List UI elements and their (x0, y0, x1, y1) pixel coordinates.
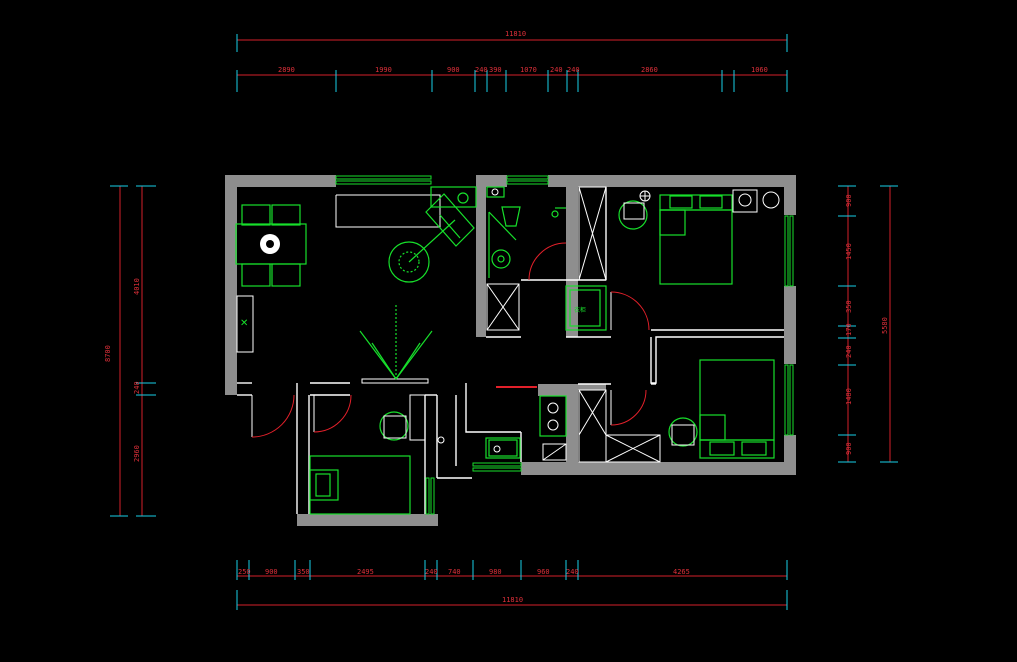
top-seg-4: 240 (475, 66, 488, 74)
top-seg-7: 240 (550, 66, 563, 74)
windows (335, 175, 794, 515)
bottom-seg-9: 240 (566, 568, 579, 576)
bottom-overall-dim: 11810 (502, 596, 523, 604)
top-seg-3: 900 (447, 66, 460, 74)
right-dimensions: 900 1450 350 170 240 1480 900 5580 (838, 185, 898, 463)
left-seg-2: 240 (133, 381, 141, 394)
bottom-seg-8: 960 (537, 568, 550, 576)
top-seg-1: 2890 (278, 66, 295, 74)
bottom-seg-7: 980 (489, 568, 502, 576)
top-dimensions: 11810 2890 1990 900 240 390 1070 240 240… (236, 30, 788, 92)
study-bedroom-furniture (309, 394, 426, 515)
right-seg-7: 900 (845, 442, 853, 455)
left-seg-3: 2960 (133, 445, 141, 462)
right-seg-6: 1480 (845, 388, 853, 405)
top-seg-6: 1070 (520, 66, 537, 74)
right-seg-2: 1450 (845, 243, 853, 260)
right-seg-5: 240 (845, 345, 853, 358)
top-seg-9: 2860 (641, 66, 658, 74)
bottom-seg-10: 4265 (673, 568, 690, 576)
bottom-seg-6: 740 (448, 568, 461, 576)
left-dimensions: 8700 4010 240 2960 (104, 185, 156, 517)
bottom-dimensions: 250 900 350 2495 240 740 980 960 240 426… (236, 560, 788, 610)
top-overall-dim: 11810 (505, 30, 526, 38)
doors (251, 242, 650, 438)
living-room-furniture: ✕ (235, 186, 477, 384)
top-seg-2: 1990 (375, 66, 392, 74)
bottom-seg-3: 350 (297, 568, 310, 576)
kitchen-fixtures (437, 395, 567, 461)
closet-label: 衣柜 (574, 306, 586, 314)
bottom-seg-5: 240 (425, 568, 438, 576)
bottom-seg-2: 900 (265, 568, 278, 576)
bathroom-fixtures: 衣柜 (486, 186, 607, 331)
top-seg-8: 240 (567, 66, 580, 74)
master-bedroom-furniture (578, 186, 780, 285)
left-seg-1: 4010 (133, 278, 141, 295)
left-overall-dim: 8700 (104, 345, 112, 362)
right-seg-1: 900 (845, 194, 853, 207)
right-seg-3: 350 (845, 300, 853, 313)
plant-icon: ✕ (240, 318, 248, 329)
right-overall-dim: 5580 (881, 317, 889, 334)
exterior-walls (225, 175, 796, 526)
right-seg-4: 170 (845, 323, 853, 336)
second-bedroom-furniture (578, 359, 775, 463)
top-seg-10: 1060 (751, 66, 768, 74)
top-seg-5: 390 (489, 66, 502, 74)
bottom-seg-1: 250 (238, 568, 251, 576)
bottom-seg-4: 2495 (357, 568, 374, 576)
